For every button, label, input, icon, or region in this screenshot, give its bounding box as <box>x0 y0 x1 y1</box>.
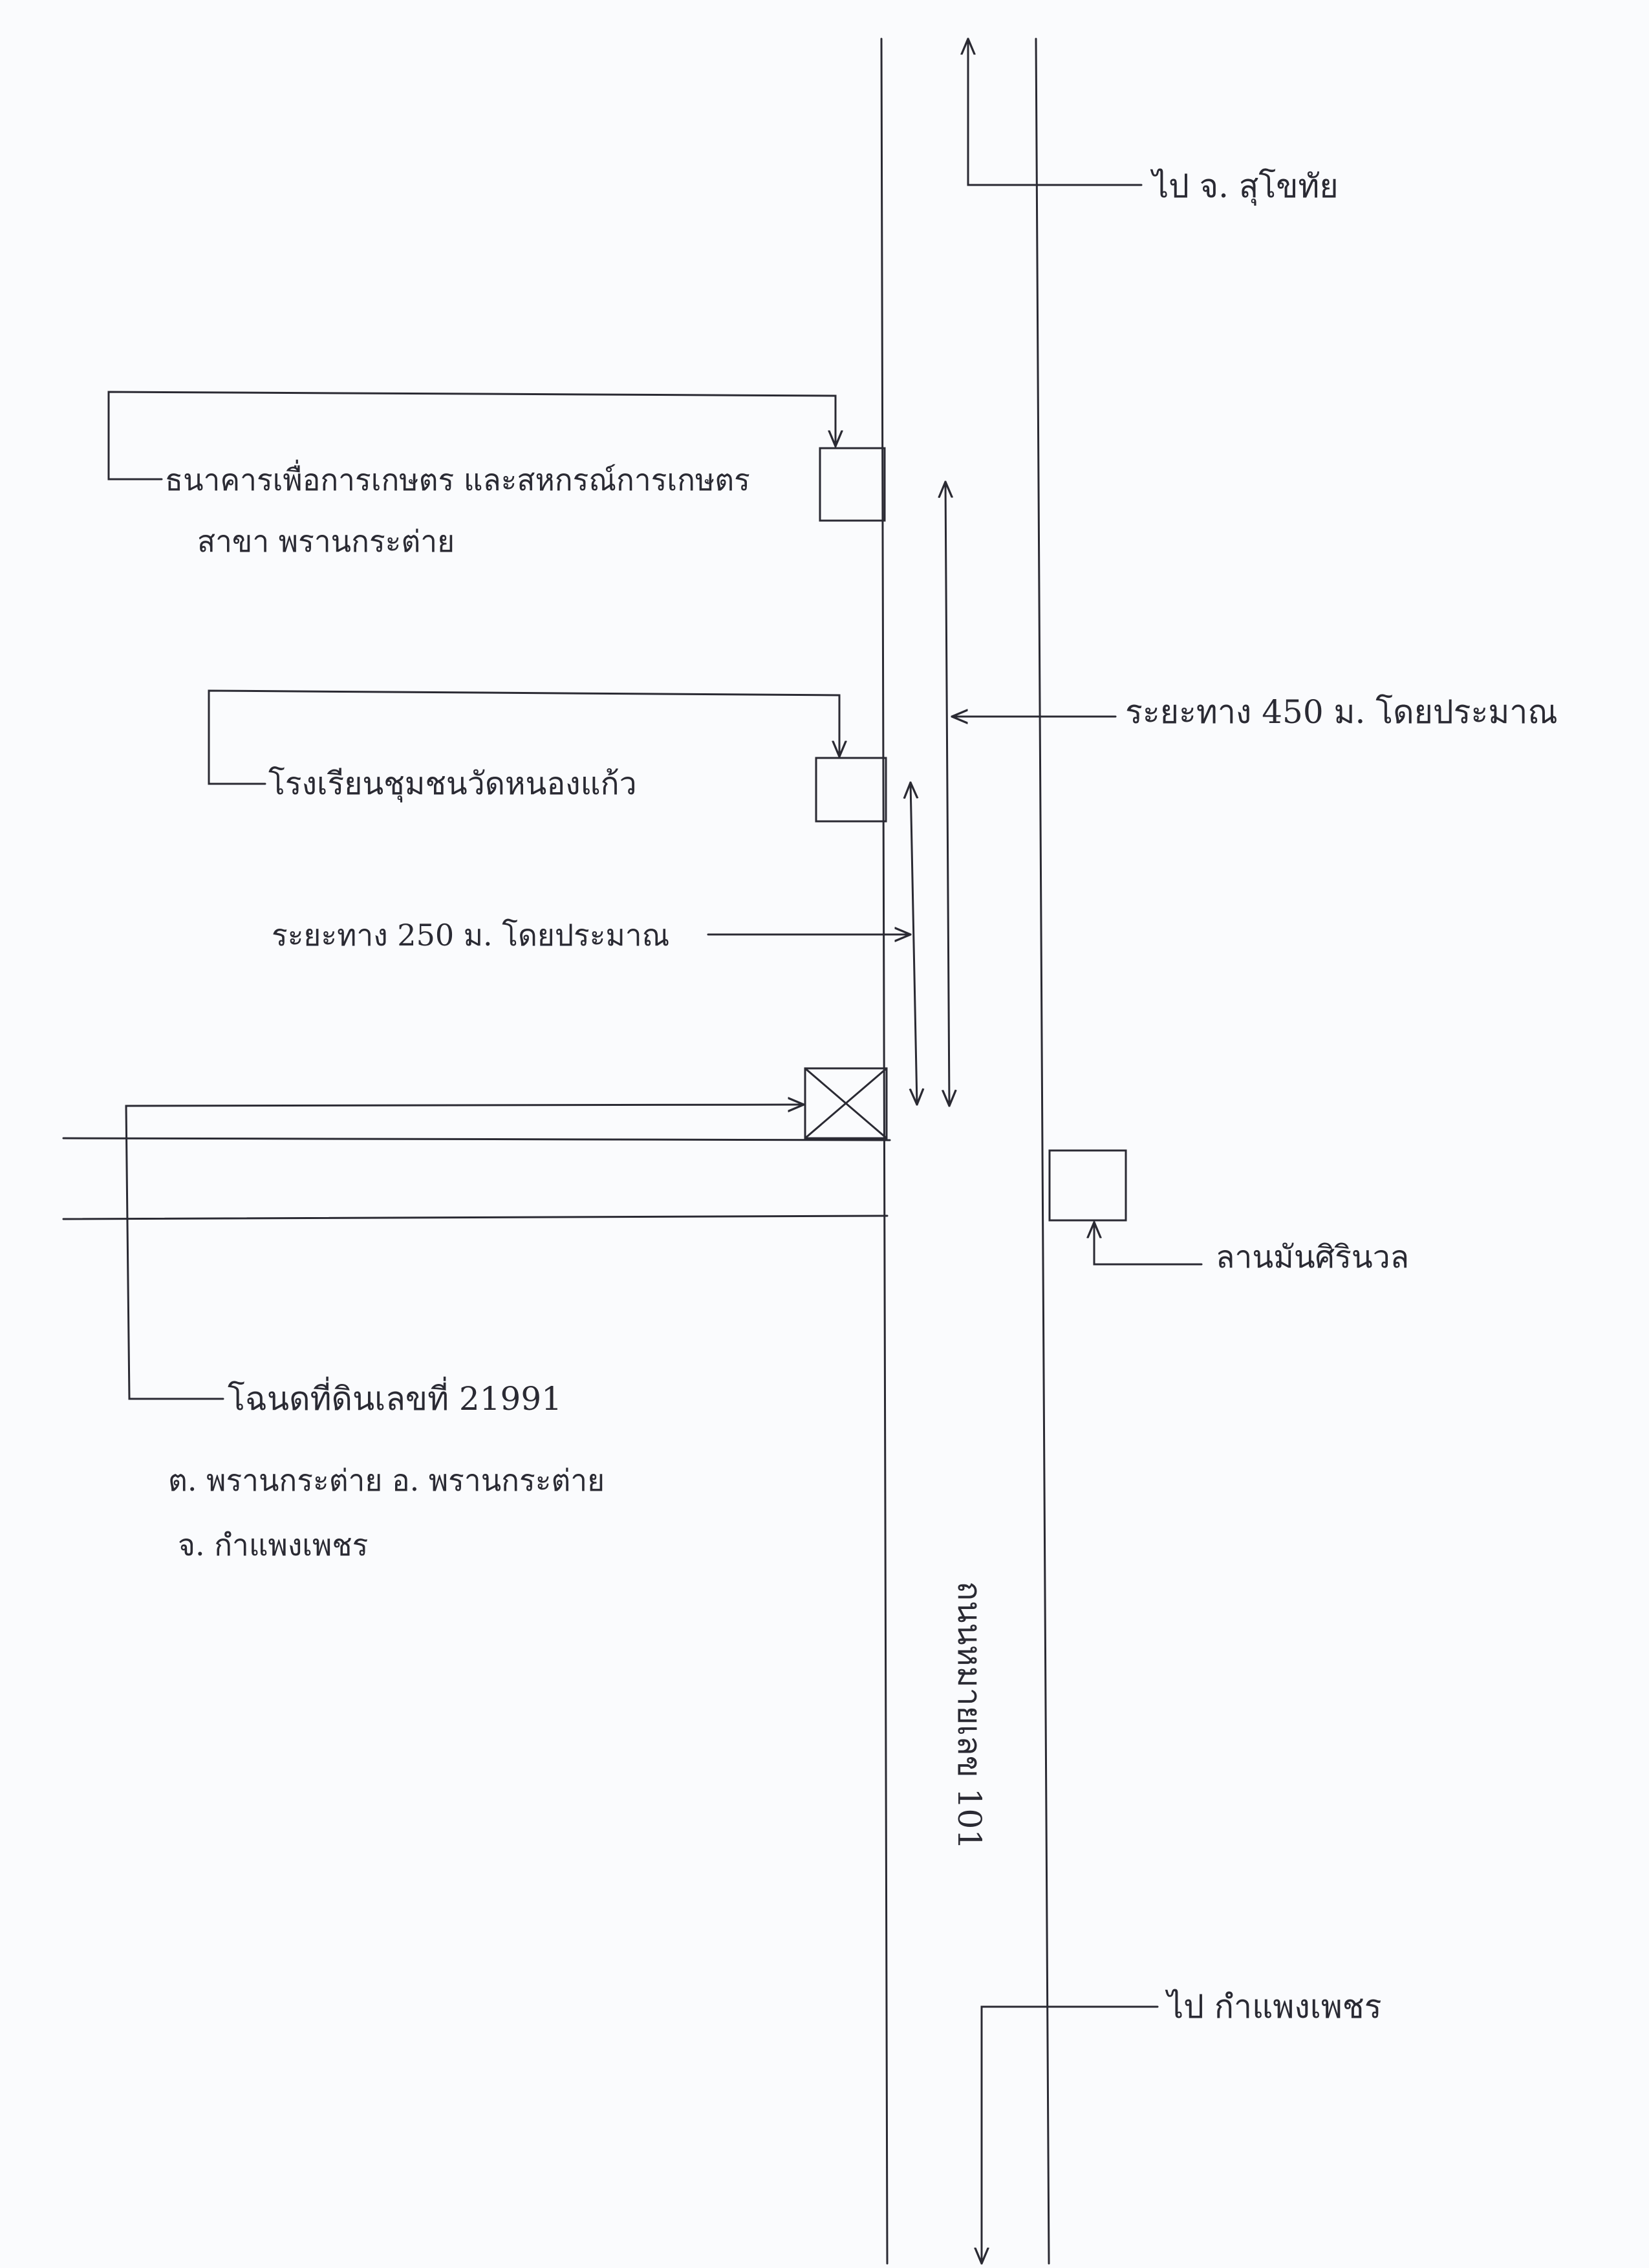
highway-label: ถนนหมายเลข 101 <box>951 1581 988 1850</box>
to-kamphaeng-phet-label: ไป กำแพงเพชร <box>1165 1988 1382 2025</box>
bank-building <box>819 447 886 522</box>
school-pointer <box>208 689 839 785</box>
to-kamphaeng-phet-arrow <box>982 2005 1159 2265</box>
highway-left-edge <box>880 38 889 2265</box>
school-label: โรงเรียนชุมชนวัดหนองแก้ว <box>268 766 637 803</box>
school-building <box>815 757 887 823</box>
distance-250-label: ระยะทาง 250 ม. โดยประมาณ <box>272 918 669 953</box>
mill-pointer <box>1094 1221 1203 1266</box>
bank-pointer <box>107 391 835 481</box>
deed-label-line3: จ. กำแพงเพชร <box>178 1528 368 1562</box>
bank-label-line2: สาขา พรานกระต่าย <box>197 524 455 559</box>
side-road-bottom-edge <box>62 1215 889 1220</box>
mill-building <box>1048 1149 1127 1222</box>
mill-label: ลานมันศิรินวล <box>1216 1239 1409 1275</box>
side-road-top-edge <box>62 1137 891 1141</box>
distance-450-label: ระยะทาง 450 ม. โดยประมาณ <box>1125 693 1558 731</box>
to-sukhothai-arrow <box>968 38 1143 186</box>
deed-label-line2: ต. พรานกระต่าย อ. พรานกระต่าย <box>168 1463 605 1498</box>
land-plot-marker <box>804 1067 888 1139</box>
deed-label-line1: โฉนดที่ดินเลขที่ 21991 <box>228 1377 562 1418</box>
bank-label-line1: ธนาคารเพื่อการเกษตร และสหกรณ์การเกษตร <box>165 459 750 497</box>
distance-250-dimension <box>911 783 917 1105</box>
highway-right-edge <box>1035 38 1050 2265</box>
distance-450-dimension <box>945 481 949 1107</box>
to-sukhothai-label: ไป จ. สุโขทัย <box>1150 167 1339 206</box>
land-plot-pointer <box>125 1105 805 1400</box>
